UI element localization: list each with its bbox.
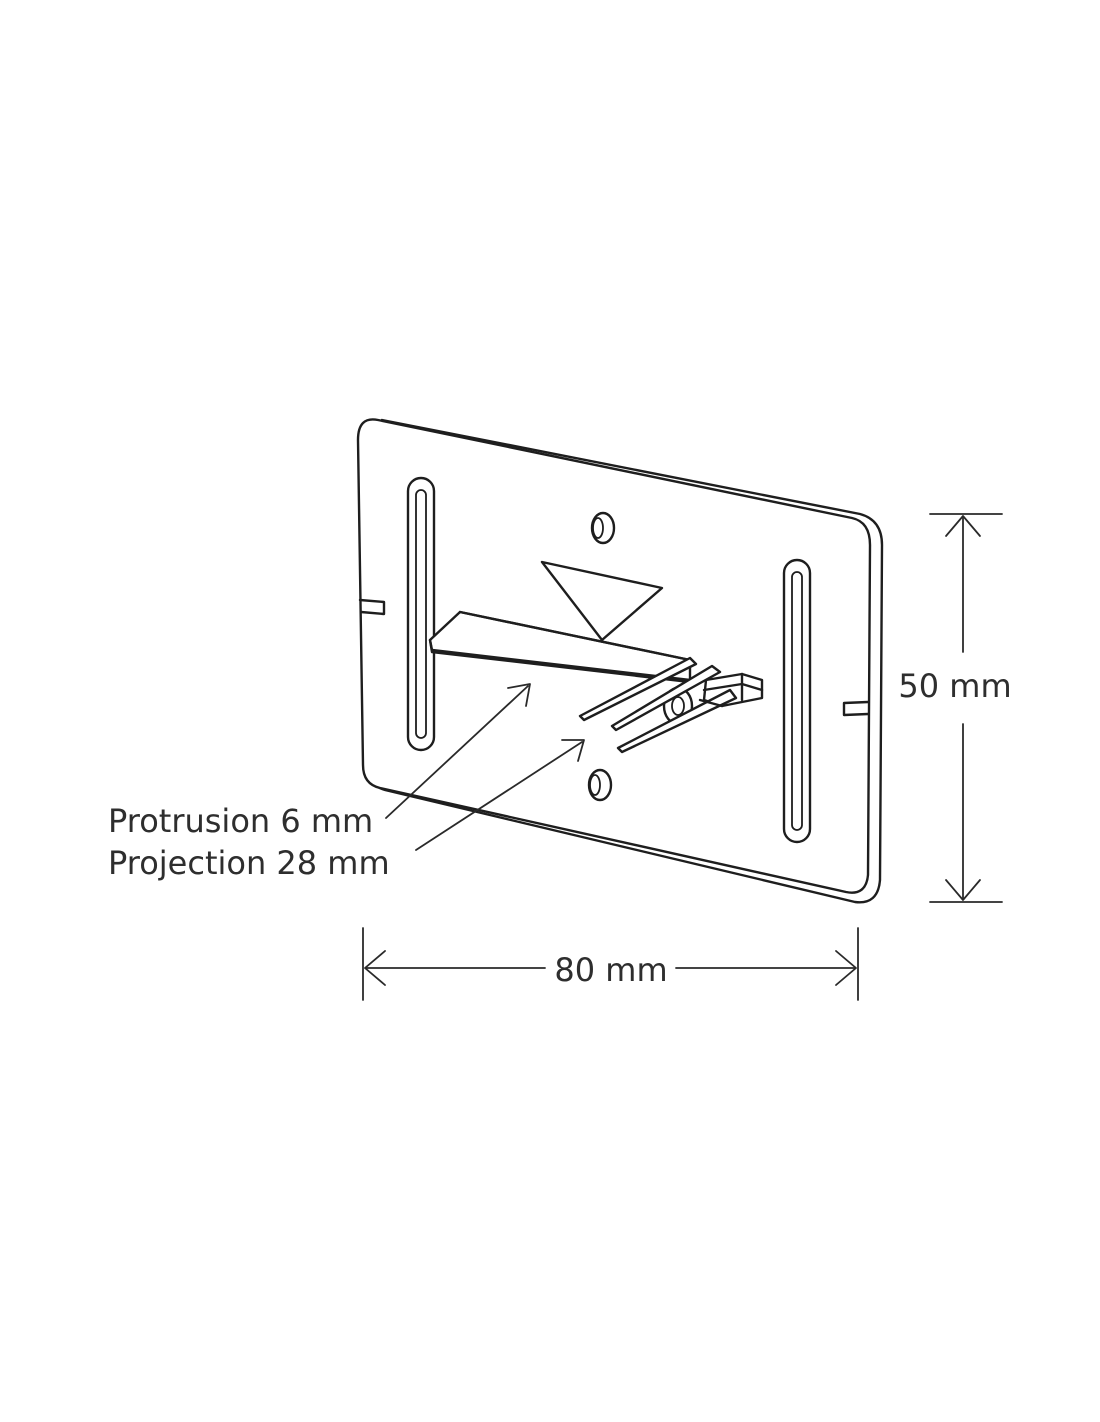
protrusion-bar	[428, 610, 692, 684]
width-arrow-left-icon	[364, 950, 386, 986]
width-dimension: 80 mm	[362, 927, 859, 1001]
protrusion-callout: Protrusion 6 mm	[108, 683, 531, 840]
right-slot	[782, 558, 812, 844]
height-label: 50 mm	[898, 667, 1011, 705]
right-notch	[842, 700, 870, 717]
triangle-marker	[540, 560, 664, 642]
bottom-hole	[587, 768, 613, 802]
height-arrow-top-icon	[945, 515, 981, 537]
left-notch	[358, 598, 386, 616]
width-label: 80 mm	[554, 951, 667, 989]
height-arrow-bottom-icon	[945, 879, 981, 901]
projection-clip	[578, 656, 764, 754]
projection-callout: Projection 28 mm	[108, 739, 585, 882]
top-hole	[590, 511, 616, 545]
width-arrow-right-icon	[835, 950, 857, 986]
protrusion-label: Protrusion 6 mm	[108, 802, 373, 840]
projection-arrow-icon	[561, 739, 585, 762]
left-slot	[406, 476, 436, 752]
projection-label: Projection 28 mm	[108, 844, 390, 882]
height-dimension: 50 mm	[898, 513, 1012, 903]
protrusion-arrow-icon	[507, 683, 531, 707]
spacer-plate	[356, 418, 884, 904]
